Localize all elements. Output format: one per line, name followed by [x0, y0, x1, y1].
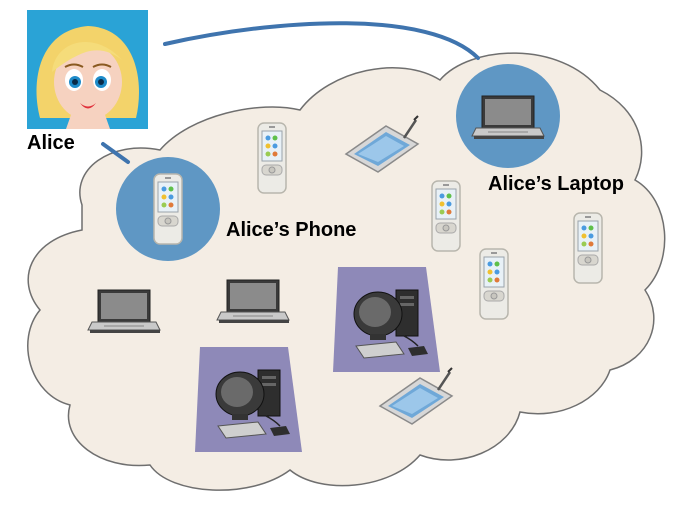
alice-laptop-label: Alice’s Laptop — [488, 173, 624, 195]
laptop-icon[interactable] — [216, 279, 290, 324]
phone-icon[interactable] — [573, 212, 603, 284]
alice-phone-label: Alice’s Phone — [226, 219, 357, 241]
alice-to-laptop-link — [163, 21, 480, 60]
desktop-computer-icon[interactable] — [332, 266, 441, 373]
phone-icon[interactable] — [431, 180, 461, 252]
alice-laptop-icon[interactable] — [471, 95, 545, 140]
phone-icon[interactable] — [257, 122, 287, 194]
alice-phone-icon[interactable] — [153, 173, 183, 245]
phone-icon[interactable] — [479, 248, 509, 320]
alice-to-phone-link — [101, 142, 130, 164]
alice-label: Alice — [27, 132, 75, 154]
alice-avatar[interactable] — [27, 10, 148, 129]
laptop-icon[interactable] — [87, 289, 161, 334]
desktop-computer-icon[interactable] — [194, 346, 303, 453]
